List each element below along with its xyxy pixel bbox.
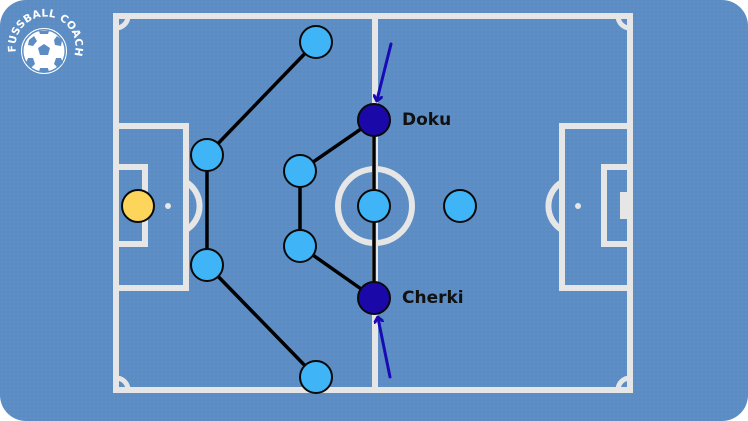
player-defender-4[interactable]	[299, 360, 333, 394]
label-cherki: Cherki	[402, 288, 464, 308]
right-penalty-box	[559, 123, 633, 291]
right-goal	[620, 192, 630, 219]
player-goalkeeper[interactable]	[121, 189, 155, 223]
corner-arc-tl	[115, 15, 131, 31]
corner-arc-bl	[115, 375, 131, 391]
player-midfielder-1[interactable]	[283, 154, 317, 188]
arrow-doku-icon	[377, 42, 393, 100]
player-defender-2[interactable]	[190, 138, 224, 172]
label-doku: Doku	[402, 110, 452, 130]
player-midfielder-3[interactable]	[357, 189, 391, 223]
formation-connectors	[205, 40, 376, 379]
arrow-cherki-icon	[378, 318, 392, 379]
player-defender-3[interactable]	[190, 248, 224, 282]
player-midfielder-2[interactable]	[283, 229, 317, 263]
fussball-coach-logo: FUSSBALL COACH	[6, 8, 84, 74]
player-cherki[interactable]	[357, 281, 391, 315]
defense-line	[205, 40, 318, 379]
player-doku[interactable]	[357, 103, 391, 137]
soccer-ball-icon	[21, 28, 67, 74]
player-defender-1[interactable]	[299, 25, 333, 59]
right-penalty-spot	[575, 203, 581, 209]
pitch-lines	[113, 13, 633, 393]
corner-arc-br	[615, 375, 631, 391]
right-penalty-arc	[545, 179, 564, 233]
corner-arc-tr	[615, 15, 631, 31]
left-penalty-spot	[165, 203, 171, 209]
player-forward[interactable]	[443, 189, 477, 223]
left-penalty-arc	[184, 179, 203, 233]
midfield-line	[298, 118, 376, 300]
